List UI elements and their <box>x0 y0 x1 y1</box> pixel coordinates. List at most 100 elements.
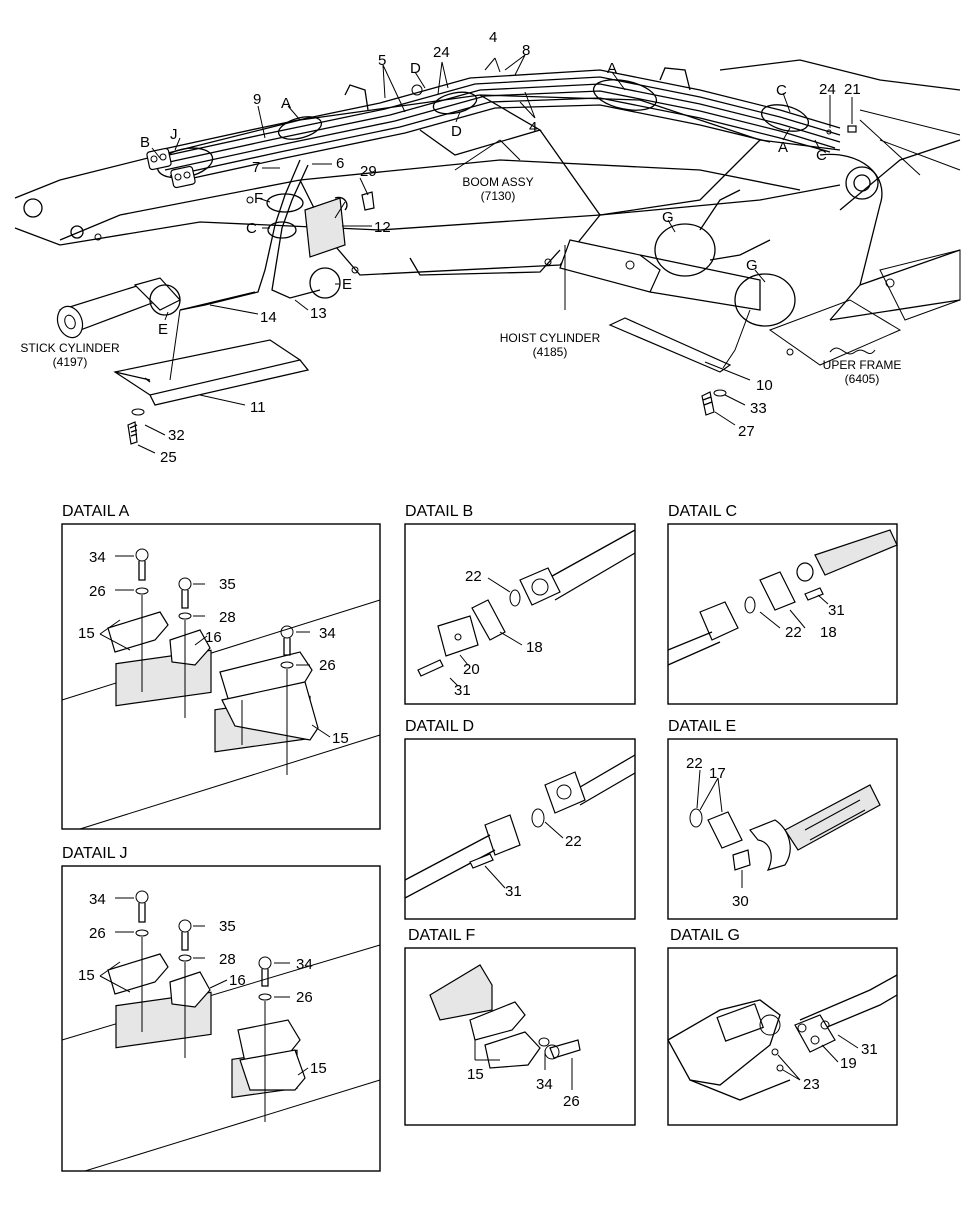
main-callout: 33 <box>750 400 767 417</box>
main-callout: C <box>776 82 787 99</box>
main-callout: D <box>451 123 462 140</box>
main-callout: E <box>158 321 168 338</box>
detail-j-callout: 34 <box>296 956 313 973</box>
main-view-bolts <box>127 191 727 445</box>
main-callout: 10 <box>756 377 773 394</box>
detail-b-callout: 22 <box>465 568 482 585</box>
guard-plate-drawing <box>113 339 310 406</box>
detail-a-callout: 28 <box>219 609 236 626</box>
main-callout: A <box>778 139 788 156</box>
detail-a-callout: 16 <box>205 629 222 646</box>
main-callout: A <box>607 60 617 77</box>
main-callout: D <box>410 60 421 77</box>
detail-d-callout: 22 <box>565 833 582 850</box>
main-callout: 25 <box>160 449 177 466</box>
hoist-cylinder-number: (4185) <box>533 345 568 359</box>
detail-j-callout: 15 <box>310 1060 327 1077</box>
main-callout: F <box>254 190 263 207</box>
main-callout: C <box>816 147 827 164</box>
main-callout: 24 <box>819 81 836 98</box>
detail-g-callout: 23 <box>803 1076 820 1093</box>
detail-j-callout: 26 <box>89 925 106 942</box>
main-callout: C <box>246 220 257 237</box>
main-callout: 29 <box>360 163 377 180</box>
main-callout: 4 <box>489 29 497 46</box>
detail-a-callout: 26 <box>319 657 336 674</box>
main-callout: 13 <box>310 305 327 322</box>
detail-j-callout: 35 <box>219 918 236 935</box>
main-callout: 11 <box>250 399 266 416</box>
detail-g-title: DATAIL G <box>670 927 740 944</box>
detail-b-callout: 20 <box>463 661 480 678</box>
detail-f-callout: 34 <box>536 1076 553 1093</box>
main-leader-lines <box>137 54 853 454</box>
detail-b-panel: DATAIL B 22 18 20 31 <box>404 503 636 705</box>
detail-a-callout: 35 <box>219 576 236 593</box>
detail-j-title: DATAIL J <box>62 845 128 862</box>
stick-cylinder-label: STICK CYLINDER <box>20 341 120 355</box>
main-callout: 9 <box>253 91 261 108</box>
boom-assy-number: (7130) <box>481 189 516 203</box>
detail-f-callout: 15 <box>467 1066 484 1083</box>
detail-a-callout: 34 <box>319 625 336 642</box>
hydraulic-tubes-drawing <box>146 69 857 311</box>
detail-b-callout: 31 <box>454 682 471 699</box>
boom-body-drawing <box>14 59 961 366</box>
detail-e-title: DATAIL E <box>668 718 736 735</box>
detail-a-callout: 15 <box>78 625 95 642</box>
detail-e-callout: 17 <box>709 765 726 782</box>
detail-j-callout: 16 <box>229 972 246 989</box>
main-callout: 14 <box>260 309 277 326</box>
detail-a-title: DATAIL A <box>62 503 130 520</box>
stick-cylinder-drawing <box>56 277 256 339</box>
detail-j-callout: 26 <box>296 989 313 1006</box>
detail-f-panel: DATAIL F 15 34 26 <box>404 927 636 1126</box>
detail-j-callout: 34 <box>89 891 106 908</box>
main-callout: 27 <box>738 423 755 440</box>
main-callout: 32 <box>168 427 185 444</box>
main-callout: 8 <box>522 42 530 59</box>
main-assembly-view: 4 8 5 D 24 9 A B J 7 6 29 F C 12 E 13 14… <box>14 29 961 466</box>
detail-e-callout: 30 <box>732 893 749 910</box>
main-callout: 12 <box>374 219 391 236</box>
main-labels: BOOM ASSY (7130) STICK CYLINDER (4197) H… <box>20 175 901 386</box>
main-callout: J <box>170 126 178 143</box>
main-callout: 4 <box>529 119 537 136</box>
detail-a-callout: 34 <box>89 549 106 566</box>
detail-a-callout: 15 <box>332 730 349 747</box>
main-callout: 6 <box>336 155 344 172</box>
detail-c-panel: DATAIL C 31 22 18 <box>667 503 898 705</box>
hoist-cylinder-label: HOIST CYLINDER <box>500 331 601 345</box>
main-callout: B <box>140 134 150 151</box>
detail-a-callout: 26 <box>89 583 106 600</box>
stick-cylinder-number: (4197) <box>53 355 88 369</box>
detail-c-callout: 22 <box>785 624 802 641</box>
hoist-guard-plate-drawing <box>608 317 732 373</box>
main-callout: G <box>746 257 758 274</box>
detail-d-panel: DATAIL D 22 31 <box>404 718 636 920</box>
main-callout: 7 <box>252 159 260 176</box>
detail-c-callout: 31 <box>828 602 845 619</box>
detail-c-callout: 18 <box>820 624 837 641</box>
main-callout: E <box>342 276 352 293</box>
detail-g-callout: 19 <box>840 1055 857 1072</box>
upper-frame-hose-drawing <box>829 347 876 355</box>
main-callouts: 4 8 5 D 24 9 A B J 7 6 29 F C 12 E 13 14… <box>140 29 861 466</box>
detail-g-panel: DATAIL G 31 19 23 <box>667 927 898 1126</box>
detail-e-callout: 22 <box>686 755 703 772</box>
main-callout: G <box>662 209 674 226</box>
detail-j-callout: 28 <box>219 951 236 968</box>
main-callout: A <box>281 95 291 112</box>
detail-g-callout: 31 <box>861 1041 878 1058</box>
hoist-cylinder-drawing <box>559 189 796 327</box>
detail-b-title: DATAIL B <box>405 503 473 520</box>
detail-e-panel: DATAIL E 22 17 30 <box>667 718 898 920</box>
detail-d-title: DATAIL D <box>405 718 474 735</box>
detail-d-callout: 31 <box>505 883 522 900</box>
upper-frame-number: (6405) <box>845 372 880 386</box>
detail-a-panel: DATAIL A 34 35 26 28 15 16 34 26 15 <box>61 503 381 830</box>
detail-f-callout: 26 <box>563 1093 580 1110</box>
detail-j-callout: 15 <box>78 967 95 984</box>
boom-assy-label: BOOM ASSY <box>462 175 533 189</box>
